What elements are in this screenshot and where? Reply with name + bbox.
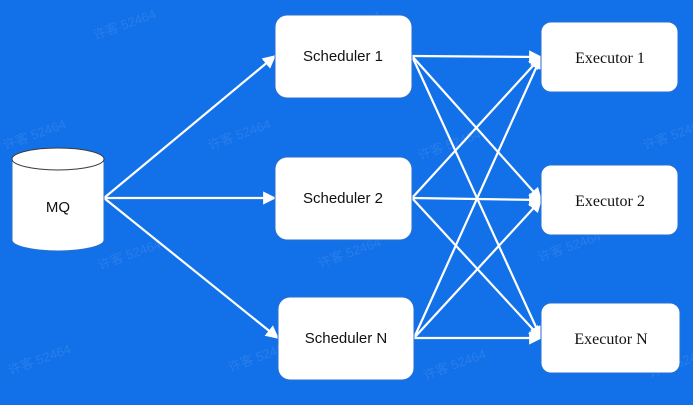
executor-2-box: [540, 164, 679, 236]
watermark-text: 许客 52464: [641, 116, 693, 153]
scheduler-1-box: [274, 14, 413, 99]
scheduler-2-node[interactable]: Scheduler 2: [274, 156, 413, 241]
mq-node[interactable]: MQ: [11, 147, 105, 252]
edges-layer: [103, 50, 543, 345]
edge-scheduler-1-to-executor-n: [410, 55, 543, 340]
executor-1-label: Executor 1: [575, 50, 645, 67]
scheduler-2-label: Scheduler 2: [303, 190, 383, 207]
edge-scheduler-2-to-executor-1: [411, 56, 542, 199]
database-icon: [11, 159, 105, 252]
edge-scheduler-n-to-executor-2: [413, 199, 542, 339]
scheduler-1-node[interactable]: Scheduler 1: [274, 14, 413, 99]
watermark-text: 许客 52464: [6, 341, 73, 378]
mq-label: MQ: [46, 199, 70, 216]
executor-2-node[interactable]: Executor 2: [540, 164, 679, 236]
executor-1-node[interactable]: Executor 1: [540, 21, 679, 93]
edge-mq-to-scheduler-1: [103, 55, 277, 199]
watermark-text: 许客 52464: [1, 116, 68, 153]
executor-n-label: Executor N: [574, 331, 648, 348]
edge-scheduler-2-to-executor-n: [411, 197, 542, 339]
database-top: [11, 147, 105, 171]
executor-2-label: Executor 2: [575, 193, 645, 210]
edge-mq-to-scheduler-n: [103, 197, 280, 339]
scheduler-1-label: Scheduler 1: [303, 48, 383, 65]
edge-scheduler-n-to-executor-1: [412, 55, 543, 339]
watermark-text: 许客 52464: [206, 116, 273, 153]
watermark-text: 许客 52464: [421, 346, 488, 383]
executor-n-box: [540, 302, 681, 374]
executor-1-box: [540, 21, 679, 93]
watermark-text: 许客 52464: [91, 6, 158, 43]
scheduler-n-label: Scheduler N: [305, 330, 388, 347]
scheduler-2-box: [274, 156, 413, 241]
scheduler-n-box: [277, 296, 415, 381]
edge-scheduler-1-to-executor-1: [411, 50, 543, 64]
scheduler-n-node[interactable]: Scheduler N: [277, 296, 415, 381]
executor-n-node[interactable]: Executor N: [540, 302, 681, 374]
watermark-text: 许客 52464: [96, 236, 163, 273]
